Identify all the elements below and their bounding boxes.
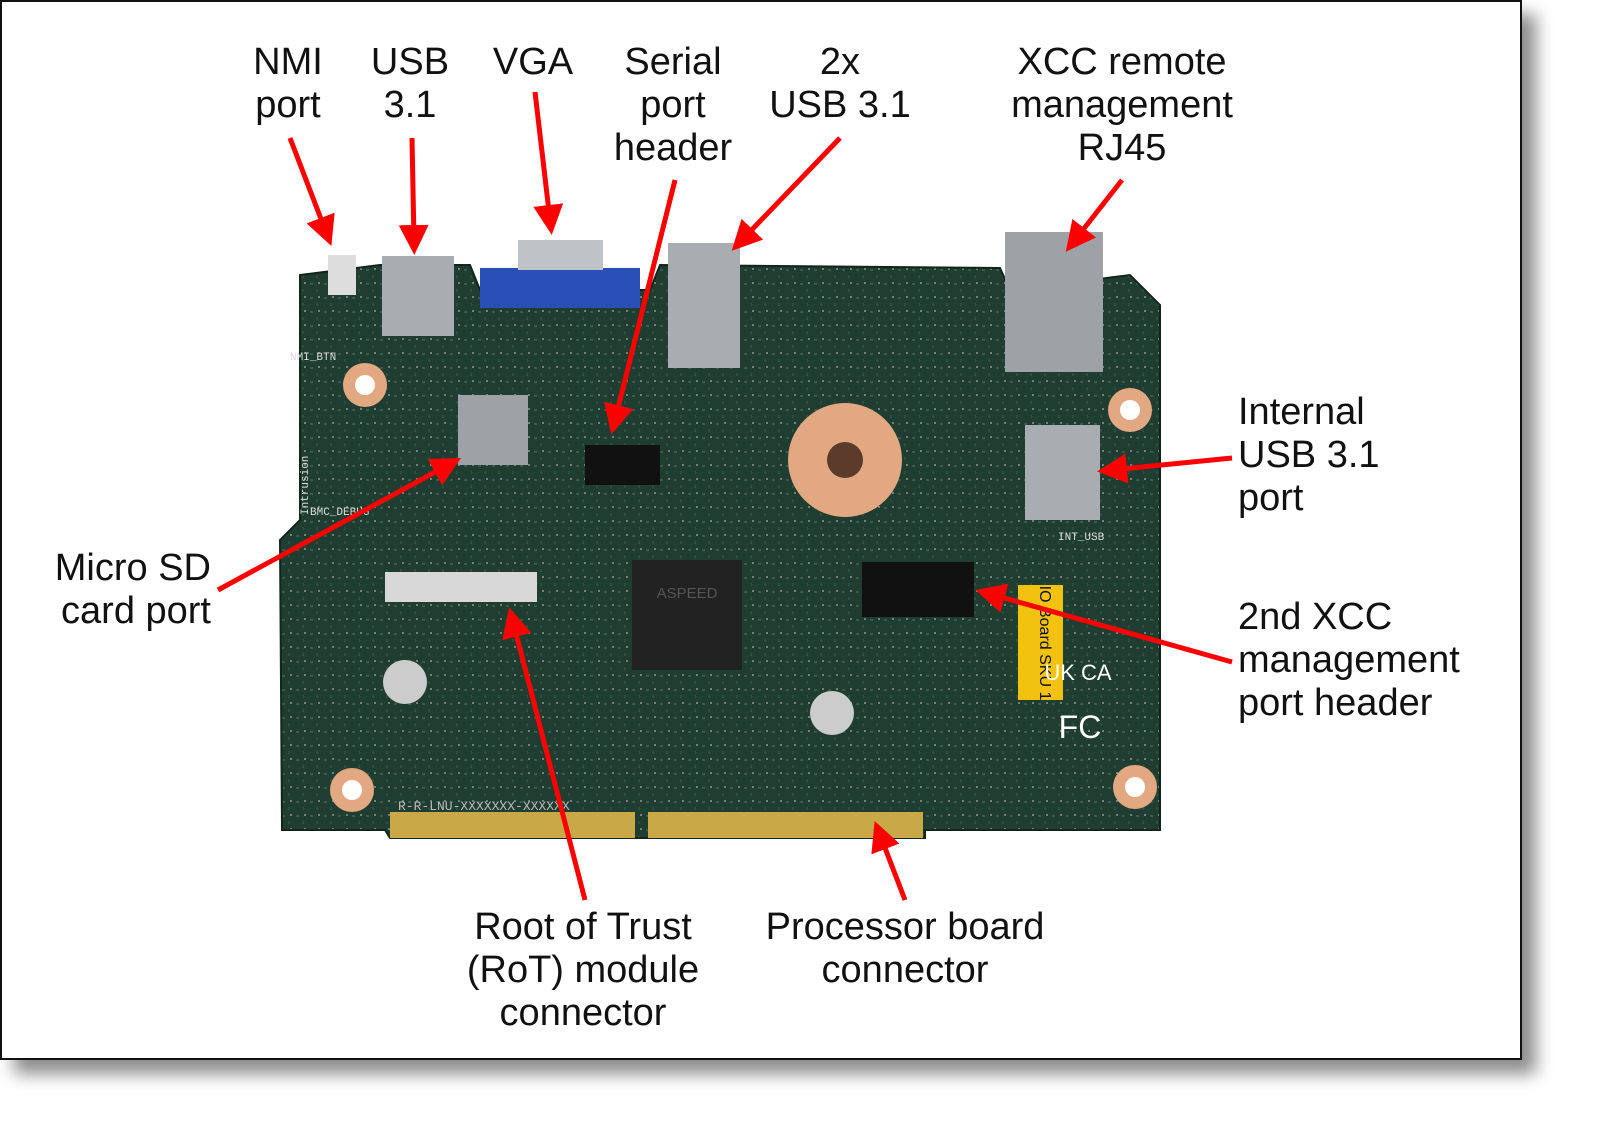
serial-header <box>585 445 660 485</box>
label-vga: VGA <box>492 41 574 83</box>
aspeed-chip <box>632 560 742 670</box>
nmi-button <box>328 255 356 295</box>
svg-text:Intrusion: Intrusion <box>300 456 312 515</box>
arrow-xcc <box>1065 178 1124 252</box>
second-xcc-header <box>862 562 974 617</box>
processor-edge-connector-gold <box>648 812 923 838</box>
svg-text:IO Board SKU 1: IO Board SKU 1 <box>1036 586 1053 701</box>
arrow-rot <box>502 607 588 901</box>
arrow-internal-usb <box>1097 453 1233 484</box>
microsd-slot <box>458 395 528 465</box>
arrow-serial <box>604 179 678 435</box>
svg-text:NMI_BTN: NMI_BTN <box>290 352 336 364</box>
chip-label: ASPEED <box>657 585 718 602</box>
arrow-processor <box>871 820 908 901</box>
arrow-nmi <box>287 137 335 247</box>
board: ASPEED IO Board SKU 1 UK CA FC R-R-LNU-X… <box>278 232 1161 839</box>
arrow-usb <box>398 137 429 255</box>
callout-arrows <box>216 91 1233 901</box>
svg-text:R-R-LNU-XXXXXXX-XXXXXX: R-R-LNU-XXXXXXX-XXXXXX <box>398 799 570 814</box>
internal-usb-port <box>1025 425 1100 520</box>
vga-port <box>480 268 640 308</box>
rot-connector <box>385 572 537 602</box>
dual-usb-port <box>668 243 740 368</box>
rj45-port <box>1005 232 1103 372</box>
svg-text:UK CA: UK CA <box>1044 660 1112 685</box>
rot-edge-connector-gold <box>390 812 635 838</box>
svg-text:INT_USB: INT_USB <box>1058 532 1105 544</box>
svg-text:FC: FC <box>1059 709 1102 745</box>
arrow-second-xcc <box>975 583 1233 665</box>
usb-port <box>382 256 454 336</box>
arrow-vga <box>532 91 564 235</box>
arrow-microsd <box>216 457 462 593</box>
arrow-dual-usb <box>731 136 842 251</box>
